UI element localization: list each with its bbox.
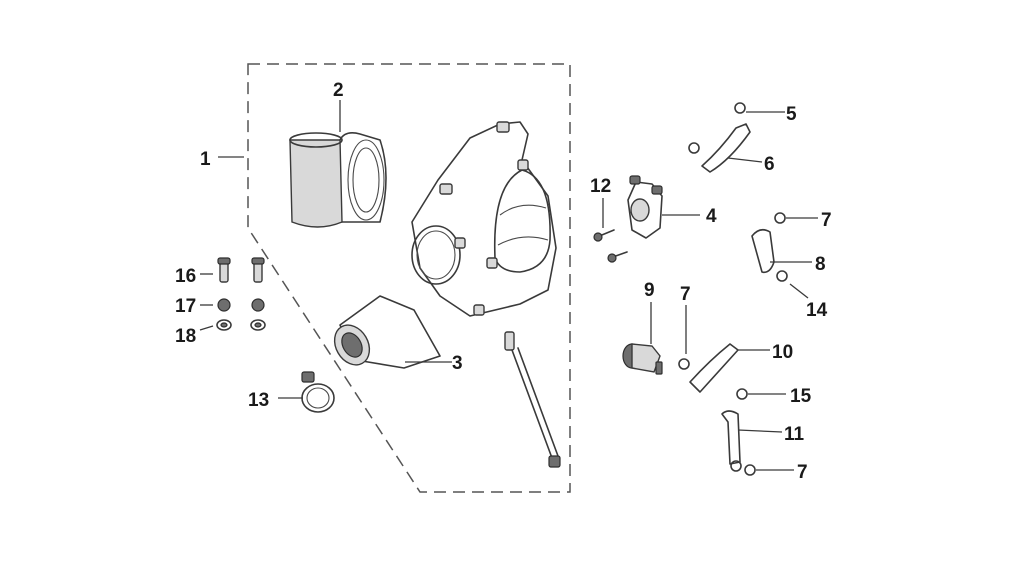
- callout-10: 10: [772, 342, 793, 363]
- callout-3: 3: [452, 353, 463, 374]
- callout-7b: 7: [680, 284, 691, 305]
- part-10-hose: [678, 343, 739, 393]
- callout-7c: 7: [797, 462, 808, 483]
- drain-tube: [504, 331, 561, 468]
- callout-16: 16: [175, 266, 196, 287]
- part-18-washers: [216, 319, 266, 331]
- callout-1: 1: [200, 149, 211, 170]
- leader-11: [737, 429, 783, 433]
- part-11-bent-hose: [721, 388, 756, 476]
- part-6-hose: [688, 102, 751, 173]
- part-16-bolts: [217, 257, 265, 283]
- callout-8: 8: [815, 254, 826, 275]
- callout-15: 15: [790, 386, 812, 407]
- part-3-intake-boot: [333, 295, 441, 369]
- callout-4: 4: [706, 206, 717, 227]
- leader-6: [727, 157, 763, 163]
- callout-6: 6: [764, 154, 775, 175]
- callout-17: 17: [175, 296, 196, 317]
- air-filter-housing: [411, 121, 557, 317]
- callout-9: 9: [644, 280, 655, 301]
- part-9-connector: [622, 343, 663, 375]
- callout-2: 2: [333, 80, 344, 101]
- part-8-elbow-hose: [751, 212, 788, 282]
- part-12-screws: [593, 229, 628, 263]
- callout-18: 18: [175, 326, 196, 347]
- part-13-clamp: [301, 371, 335, 413]
- callout-5: 5: [786, 104, 797, 125]
- callout-12: 12: [590, 176, 611, 197]
- part-2-filter-element: [289, 132, 387, 228]
- callout-7a: 7: [821, 210, 832, 231]
- callout-14: 14: [806, 300, 828, 321]
- part-17-nuts: [217, 298, 265, 312]
- assembly-boundary: [247, 63, 571, 493]
- leader-14: [789, 283, 809, 299]
- callout-11: 11: [784, 424, 805, 445]
- callout-13: 13: [248, 390, 269, 411]
- part-4-valve: [627, 175, 663, 239]
